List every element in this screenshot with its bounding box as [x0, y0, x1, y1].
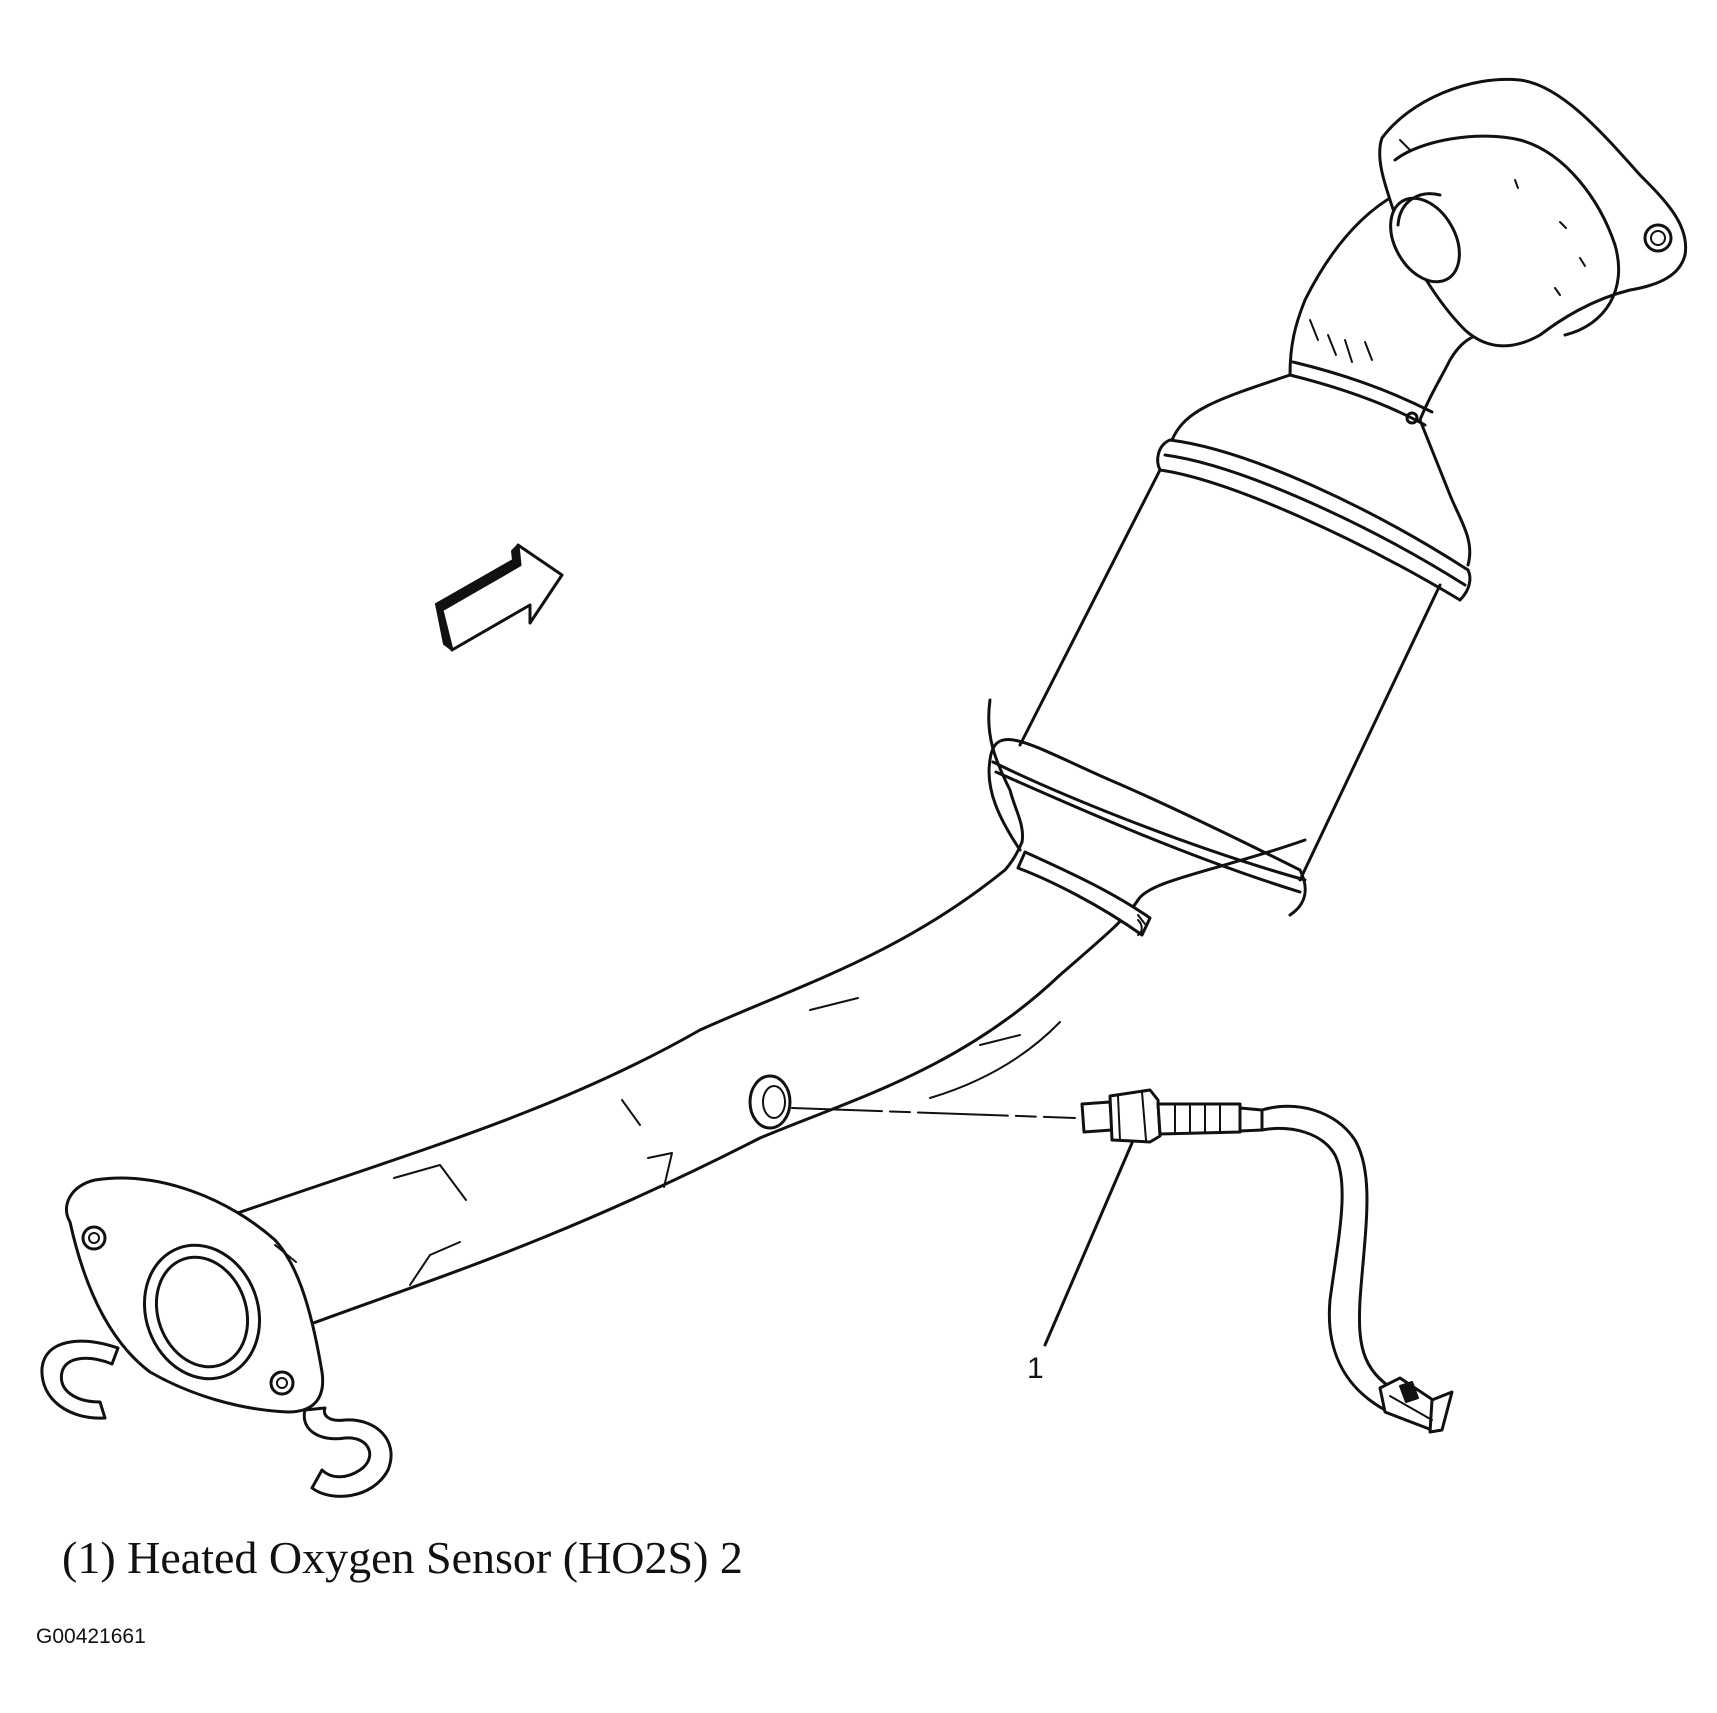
wire-connector-icon [1378, 1376, 1454, 1434]
direction-arrow-icon [435, 543, 564, 652]
sensor-mounting-boss [748, 1074, 792, 1130]
installation-center-line [791, 1107, 1076, 1119]
converter-inlet-flange [1378, 77, 1688, 348]
front-pipe-flange [64, 1176, 325, 1414]
figure-id: G00421661 [36, 1625, 146, 1648]
catalytic-converter [987, 373, 1472, 917]
sensor-wire-harness [1260, 1104, 1397, 1412]
legend-entry: (1) Heated Oxygen Sensor (HO2S) 2 [62, 1532, 743, 1583]
exhaust-hanger-right [302, 1406, 393, 1498]
heated-oxygen-sensor-icon [1080, 1088, 1264, 1144]
callout-leader-line [1043, 1141, 1134, 1347]
callout-number: 1 [1027, 1352, 1044, 1385]
front-exhaust-pipe [230, 840, 1140, 1327]
converter-outlet-neck [987, 698, 1307, 937]
exhaust-hanger-left [40, 1339, 120, 1420]
